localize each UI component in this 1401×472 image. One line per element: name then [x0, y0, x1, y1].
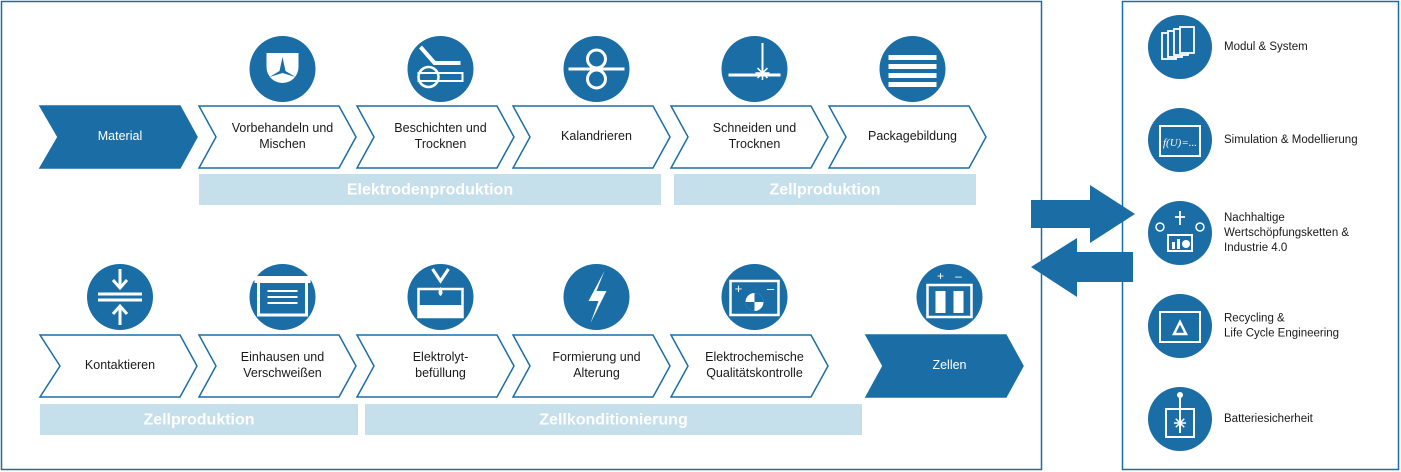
band-rect [674, 174, 976, 205]
step-chevron [38, 334, 198, 398]
phase-band: Zellproduktion [674, 174, 976, 205]
sidebar-item: f(U)=... Simulation & Modellierung [1148, 108, 1358, 172]
band-rect [365, 404, 862, 435]
top-band-row: Elektrodenproduktion Zellproduktion [199, 174, 976, 205]
process-step: Zellen [864, 334, 1024, 398]
housing-icon [249, 264, 316, 330]
band-rect [199, 174, 661, 205]
step-label: Kalandrieren [561, 129, 632, 143]
sidebar-item-label: Modul & System [1224, 41, 1308, 53]
process-step: Kalandrieren [511, 105, 671, 169]
calender-rolls-icon [563, 36, 630, 102]
step-chevron [669, 334, 829, 398]
band-label: Zellkonditionierung [539, 412, 687, 429]
mixer-icon [249, 36, 316, 102]
svg-text:+: + [937, 269, 944, 283]
stack-lines-icon [879, 36, 946, 102]
sidebar-item-label: Simulation & Modellierung [1224, 134, 1358, 146]
arrow-left [1031, 238, 1133, 297]
recycling-icon [1148, 294, 1212, 358]
step-chevron [197, 334, 357, 398]
step-chevron [38, 105, 198, 169]
sidebar-list: Modul & System f(U)=... Simulation & Model… [1148, 15, 1358, 451]
band-label: Elektrodenproduktion [347, 182, 513, 199]
side-frame [1121, 0, 1400, 471]
phase-band: Elektrodenproduktion [199, 174, 661, 205]
process-step: Kontaktieren [38, 334, 198, 398]
battery-check-icon: +– [721, 264, 788, 330]
step-chevron [355, 105, 515, 169]
sidebar-item-label: Batteriesicherheit [1224, 413, 1314, 425]
step-chevron [864, 334, 1024, 398]
bottom-icon-row: +–+– [87, 264, 983, 330]
step-label: Zellen [932, 358, 966, 372]
step-chevron [197, 105, 357, 169]
step-chevron [511, 105, 671, 169]
coating-icon [407, 36, 474, 102]
sidebar-item: Recycling &Life Cycle Engineering [1148, 294, 1339, 358]
lightning-icon [563, 264, 630, 330]
step-label: Kontaktieren [85, 358, 155, 372]
laser-cut-icon [721, 36, 788, 102]
main-frame [0, 0, 1043, 471]
phase-band: Zellkonditionierung [365, 404, 862, 435]
press-contact-icon [87, 264, 153, 330]
step-label: Material [98, 129, 142, 143]
sidebar-item: Batteriesicherheit [1148, 387, 1314, 451]
arrow-right [1031, 185, 1135, 243]
band-label: Zellproduktion [769, 182, 880, 199]
sustainability-icon [1148, 201, 1212, 265]
phase-band: Zellproduktion [40, 404, 358, 435]
bottom-band-row: Zellproduktion Zellkonditionierung [40, 404, 862, 435]
step-chevron [355, 334, 515, 398]
simulation-icon: f(U)=... [1148, 108, 1212, 172]
svg-text:f(U)=...: f(U)=... [1163, 137, 1197, 149]
sidebar-item: Modul & System [1148, 15, 1308, 79]
process-step: Elektrolyt-befüllung [355, 334, 515, 398]
battery-safety-icon [1148, 387, 1212, 451]
svg-text:–: – [955, 269, 962, 283]
svg-text:+: + [735, 281, 743, 296]
band-rect [40, 404, 358, 435]
step-label: Packagebildung [868, 129, 957, 143]
band-label: Zellproduktion [143, 412, 254, 429]
sidebar-item-label: Recycling &Life Cycle Engineering [1224, 313, 1339, 340]
step-chevron [669, 105, 829, 169]
cells-icon: +– [916, 264, 983, 330]
step-label: Elektrolyt-befüllung [413, 350, 469, 380]
electrolyte-fill-icon [407, 264, 474, 330]
process-step: Packagebildung [827, 105, 987, 169]
process-step: Material [38, 105, 198, 169]
step-chevron [827, 105, 987, 169]
top-icon-row [249, 36, 946, 102]
step-chevron [511, 334, 671, 398]
exchange-arrows [1031, 185, 1135, 297]
svg-text:–: – [767, 281, 775, 296]
module-system-icon [1148, 15, 1212, 79]
